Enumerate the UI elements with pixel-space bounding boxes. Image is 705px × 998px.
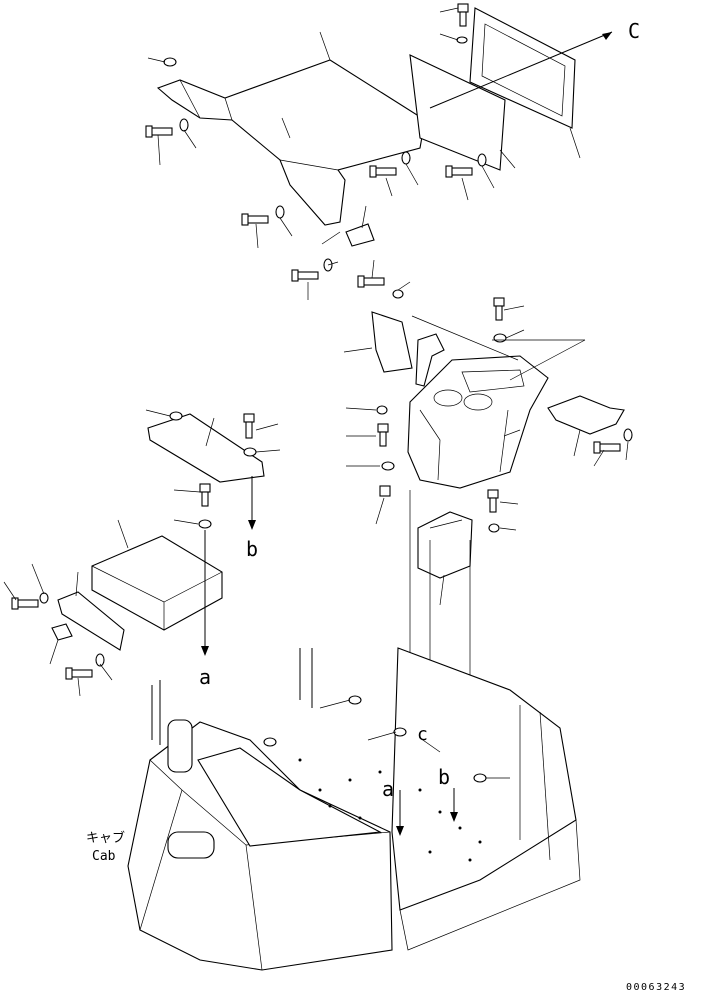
top-cover-assembly <box>156 7 576 247</box>
long-cover-panel <box>156 59 426 226</box>
washer-icon <box>477 153 487 167</box>
bolt-icon <box>241 213 269 226</box>
arrow-to-c <box>429 31 613 109</box>
cover-plate <box>57 591 125 651</box>
handle-slot <box>167 831 215 859</box>
washer-icon <box>39 592 49 604</box>
plug-icon <box>473 773 487 783</box>
floor-holes <box>298 758 482 862</box>
ref-label-c-cab: c <box>417 724 428 745</box>
bolt-icon <box>199 483 211 507</box>
washer-icon <box>456 36 468 44</box>
small-clip-bracket <box>345 223 375 247</box>
washer-icon <box>392 289 404 299</box>
seat-post <box>167 719 193 773</box>
bolt-icon <box>357 275 385 288</box>
bolt-icon <box>369 165 397 178</box>
bolt-icon <box>457 3 469 27</box>
floor-mat <box>197 747 382 847</box>
clip <box>51 623 73 641</box>
plug-icon <box>393 727 407 737</box>
mounting-bracket <box>417 511 473 579</box>
washer-icon <box>179 118 189 132</box>
bolt-icon <box>243 413 255 439</box>
trim-strip <box>415 333 445 387</box>
cab-label-en: Cab <box>92 849 116 864</box>
bolt-icon <box>593 441 621 454</box>
washer-icon <box>95 653 105 667</box>
bolt-icon <box>445 165 473 178</box>
rivet-icon <box>169 411 183 421</box>
ref-label-b-cab: b <box>438 765 450 789</box>
washer-icon <box>401 151 411 165</box>
cab-label-jp: キャブ <box>86 830 125 846</box>
bolt-icon <box>493 297 505 321</box>
bolt-icon <box>145 125 173 138</box>
frame-bracket <box>469 7 576 129</box>
side-bracket <box>547 395 625 435</box>
ref-label-c-top: C <box>628 19 640 43</box>
plug-icon <box>348 695 362 705</box>
cab-structure <box>127 647 581 971</box>
bolt-icon <box>487 489 499 513</box>
rivet-icon <box>163 57 177 67</box>
controller-assembly <box>3 409 281 697</box>
ref-label-a-cab: a <box>382 777 394 801</box>
bolt-icon <box>65 667 93 680</box>
plug-icon <box>263 737 277 747</box>
washer-icon <box>275 205 285 219</box>
washer-icon <box>493 333 507 343</box>
bolt-icon <box>379 485 391 497</box>
controller-box <box>91 535 223 631</box>
washer-icon <box>623 428 633 442</box>
washer-icon <box>243 447 257 457</box>
drawing-number: 00063243 <box>626 982 686 993</box>
ref-label-b-bracket: b <box>246 537 258 561</box>
washer-icon <box>198 519 212 529</box>
leader-lines-top <box>147 7 613 300</box>
washer-icon <box>376 405 388 415</box>
washer-icon <box>381 461 395 471</box>
bolt-icon <box>291 269 319 282</box>
ref-label-a-bracket: a <box>199 665 211 689</box>
bolt-icon <box>377 423 389 447</box>
console-cover-assembly <box>343 297 633 810</box>
access-panel <box>371 311 413 373</box>
flat-plate <box>409 54 506 171</box>
console-cover <box>407 355 549 489</box>
washer-icon <box>488 523 500 533</box>
